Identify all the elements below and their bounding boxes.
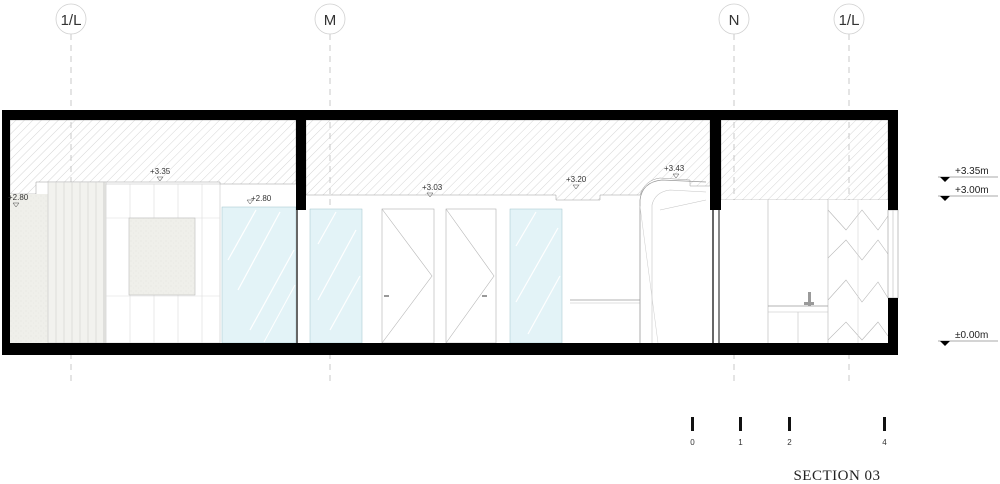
curved-wardrobe xyxy=(639,179,707,344)
door-1 xyxy=(381,208,435,344)
room-middle xyxy=(309,179,707,344)
structure xyxy=(2,110,898,355)
side-level-label-2: +3.00m xyxy=(955,185,989,196)
side-level-label-3: ±0.00m xyxy=(955,330,988,341)
level-marker-2: +3.35 xyxy=(150,167,171,182)
panel-wall xyxy=(105,183,221,344)
side-level-markers: +3.35m +3.00m ±0.00m xyxy=(938,166,998,346)
scale-tick-4 xyxy=(883,417,886,431)
grid-label-3: N xyxy=(729,12,740,29)
level-label-5: +3.20 xyxy=(566,175,587,184)
side-level-1: +3.35m xyxy=(938,166,998,182)
ceiling-level-markers: +2.80 +3.35 +2.80 +3.03 +3.20 +3.43 xyxy=(8,164,685,208)
scale-label-4: 4 xyxy=(882,438,887,447)
level-label-3: +2.80 xyxy=(251,194,272,203)
roof-slab xyxy=(2,110,898,120)
scale-tick-1 xyxy=(739,417,742,431)
scale-label-2: 2 xyxy=(787,438,792,447)
stone-wall-panel xyxy=(10,194,48,343)
level-marker-3: +2.80 xyxy=(246,194,272,205)
grid-bubble-3: N xyxy=(718,3,750,35)
grid-label-4: 1/L xyxy=(839,12,860,29)
grid-bubble-1: 1/L xyxy=(55,3,87,35)
grid-bubbles: 1/L M N 1/L xyxy=(55,3,865,35)
floor-slab xyxy=(2,343,898,355)
scale-label-1: 1 xyxy=(738,438,743,447)
grid-label-2: M xyxy=(324,12,337,29)
scale-label-0: 0 xyxy=(690,438,695,447)
glass-partition-middle xyxy=(309,208,363,344)
grid-label-1: 1/L xyxy=(61,12,82,29)
level-marker-5: +3.20 xyxy=(566,175,587,190)
level-marker-4: +3.03 xyxy=(422,183,443,198)
grid-bubble-2: M xyxy=(314,3,346,35)
wall-middle-2 xyxy=(710,110,721,210)
zigzag-shelving xyxy=(827,200,889,343)
vanity-cabinet xyxy=(768,292,828,343)
level-label-4: +3.03 xyxy=(422,183,443,192)
fluted-panel xyxy=(47,181,107,344)
counter-shelf xyxy=(570,299,640,304)
level-label-1: +2.80 xyxy=(8,193,29,202)
drawing-title: SECTION 03 xyxy=(793,468,880,484)
glass-partition-left xyxy=(221,206,297,344)
level-label-2: +3.35 xyxy=(150,167,171,176)
grid-bubble-4: 1/L xyxy=(833,3,865,35)
wall-middle-1 xyxy=(296,110,306,210)
side-level-label-1: +3.35m xyxy=(955,166,989,177)
room-left xyxy=(10,181,297,344)
window-opening xyxy=(887,209,899,299)
glass-door xyxy=(509,208,563,344)
wall-right-upper xyxy=(888,110,898,210)
level-marker-1: +2.80 xyxy=(8,193,29,208)
wall-left xyxy=(2,110,10,355)
scale-tick-0 xyxy=(691,417,694,431)
wall-right-lower xyxy=(888,298,898,355)
ceiling-void-hatch xyxy=(9,119,889,201)
side-level-3: ±0.00m xyxy=(938,330,998,346)
room-right xyxy=(721,200,899,343)
framed-artwork xyxy=(128,217,196,296)
scale-tick-2 xyxy=(788,417,791,431)
side-level-2: +3.00m xyxy=(938,185,998,201)
door-2 xyxy=(445,208,497,344)
level-label-6: +3.43 xyxy=(664,164,685,173)
scale-bar: 0 1 2 4 xyxy=(690,417,887,447)
level-marker-6: +3.43 xyxy=(664,164,685,179)
